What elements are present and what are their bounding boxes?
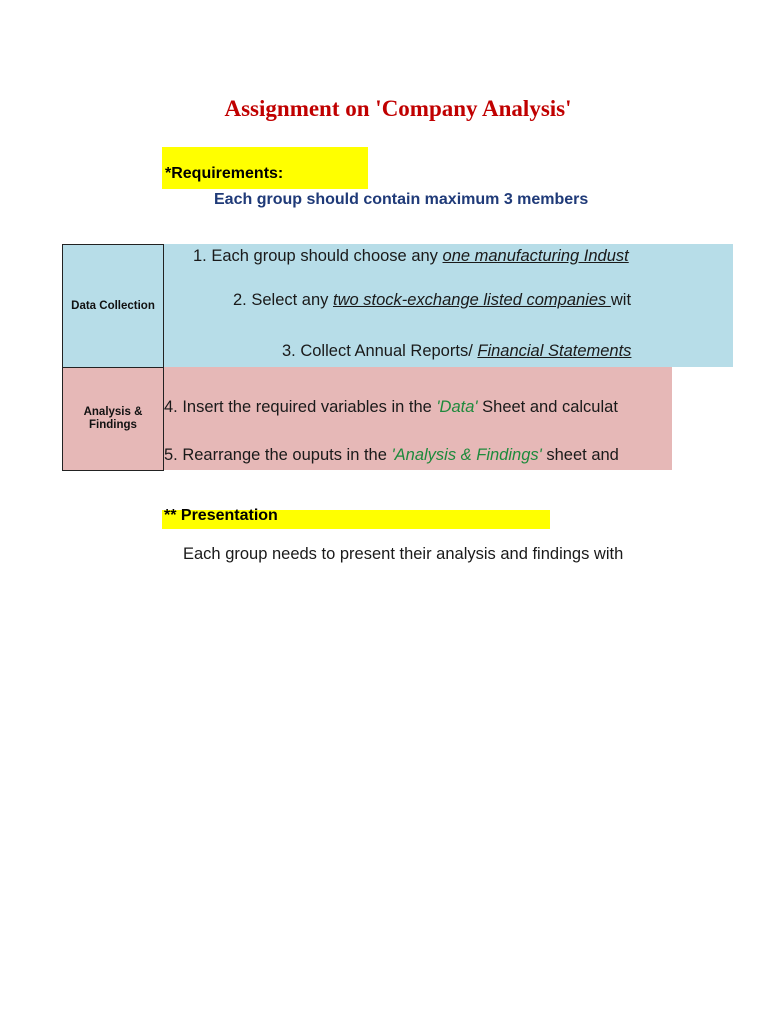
page-title: Assignment on 'Company Analysis' (224, 96, 572, 121)
requirements-heading: *Requirements: (165, 165, 284, 182)
item-emphasis: two stock-exchange listed companies (332, 291, 611, 309)
sheet-name-analysis-findings: 'Analysis & Findings' (391, 446, 542, 464)
presentation-note: Each group needs to present their analys… (183, 545, 624, 563)
section-label-data-collection: Data Collection (62, 244, 164, 368)
item-text: 5. Rearrange the ouputs in the (164, 446, 392, 464)
data-collection-band (163, 244, 733, 367)
requirement-item-5: 5. Rearrange the ouputs in the 'Analysis… (163, 446, 672, 465)
item-text: sheet and (541, 446, 619, 464)
requirements-highlight (162, 147, 368, 189)
presentation-highlight (162, 510, 550, 529)
section-label-text: Analysis & Findings (83, 406, 143, 431)
section-label-analysis-findings: Analysis & Findings (62, 367, 164, 471)
presentation-heading: ** Presentation (164, 507, 278, 524)
item-text: wit (610, 291, 632, 309)
item-emphasis: one manufacturing Indust (442, 247, 629, 265)
requirement-item-3: 3. Collect Annual Reports/ Financial Sta… (163, 342, 673, 361)
item-emphasis: Financial Statements (477, 342, 632, 360)
item-text: Sheet and calculat (477, 398, 618, 416)
item-text: 1. Each group should choose any (193, 247, 443, 265)
analysis-findings-band (163, 367, 672, 470)
requirement-item-2: 2. Select any two stock-exchange listed … (163, 291, 673, 310)
section-label-text: Data Collection (71, 299, 155, 312)
item-text: 2. Select any (233, 291, 333, 309)
sheet-name-data: 'Data' (436, 398, 478, 416)
item-text: 4. Insert the required variables in the (164, 398, 437, 416)
requirement-item-1: 1. Each group should choose any one manu… (163, 247, 673, 266)
item-text: 3. Collect Annual Reports/ (282, 342, 478, 360)
requirement-item-4: 4. Insert the required variables in the … (163, 398, 672, 417)
group-size-note: Each group should contain maximum 3 memb… (214, 191, 589, 208)
